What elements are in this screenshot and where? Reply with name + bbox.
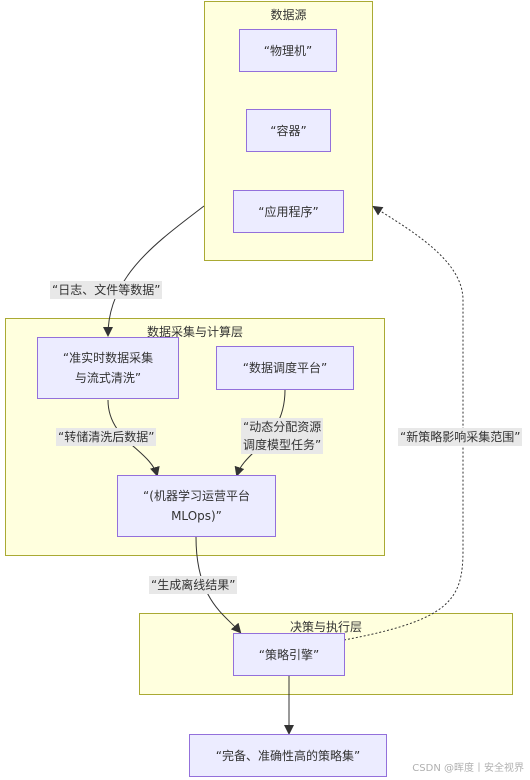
cluster-title: 数据源	[270, 8, 307, 22]
edge-label-line: “动态分配资源	[243, 420, 322, 434]
node-label: “策略引擎”	[258, 647, 320, 662]
node-mlops-platform: “(机器学习运营平台 MLOps)”	[117, 475, 276, 537]
edge-label-cleaned: “转储清洗后数据”	[56, 428, 157, 446]
watermark: CSDN @晖度丨安全视界	[412, 763, 524, 774]
edge-label-logs: “日志、文件等数据”	[50, 281, 163, 299]
node-label: “物理机”	[263, 43, 313, 58]
node-physical-machine: “物理机”	[239, 29, 337, 72]
node-label-line: 与流式清洗”	[74, 371, 142, 385]
edge-label-line: 调度模型任务”	[243, 438, 322, 452]
node-application: “应用程序”	[233, 190, 344, 233]
edge-label-offline: “生成离线结果”	[149, 576, 238, 594]
node-label: “容器”	[270, 123, 307, 138]
node-label: “完备、准确性高的策略集”	[215, 748, 361, 763]
node-strategy-set: “完备、准确性高的策略集”	[189, 734, 387, 777]
node-label-line: “(机器学习运营平台	[143, 489, 250, 503]
node-strategy-engine: “策略引擎”	[233, 633, 345, 676]
node-data-scheduler: “数据调度平台”	[216, 346, 354, 390]
node-label: “应用程序”	[258, 204, 319, 219]
node-container: “容器”	[246, 109, 331, 152]
cluster-title: 数据采集与计算层	[146, 325, 243, 339]
edge-source-to-realtime	[103, 205, 205, 337]
node-label: “(机器学习运营平台 MLOps)”	[143, 486, 250, 526]
edge-label-feedback: “新策略影响采集范围”	[398, 428, 523, 446]
edge-label-allocate: “动态分配资源 调度模型任务”	[241, 418, 324, 454]
node-realtime-collection: “准实时数据采集 与流式清洗”	[37, 337, 179, 399]
node-label-line: MLOps)”	[171, 509, 222, 523]
edge-mlops-to-engine	[195, 536, 242, 634]
node-label-line: “准实时数据采集	[62, 351, 154, 365]
node-label: “数据调度平台”	[242, 361, 328, 375]
node-label: “准实时数据采集 与流式清洗”	[63, 348, 153, 388]
edge-feedback	[343, 205, 464, 641]
cluster-title: 决策与执行层	[289, 620, 362, 634]
